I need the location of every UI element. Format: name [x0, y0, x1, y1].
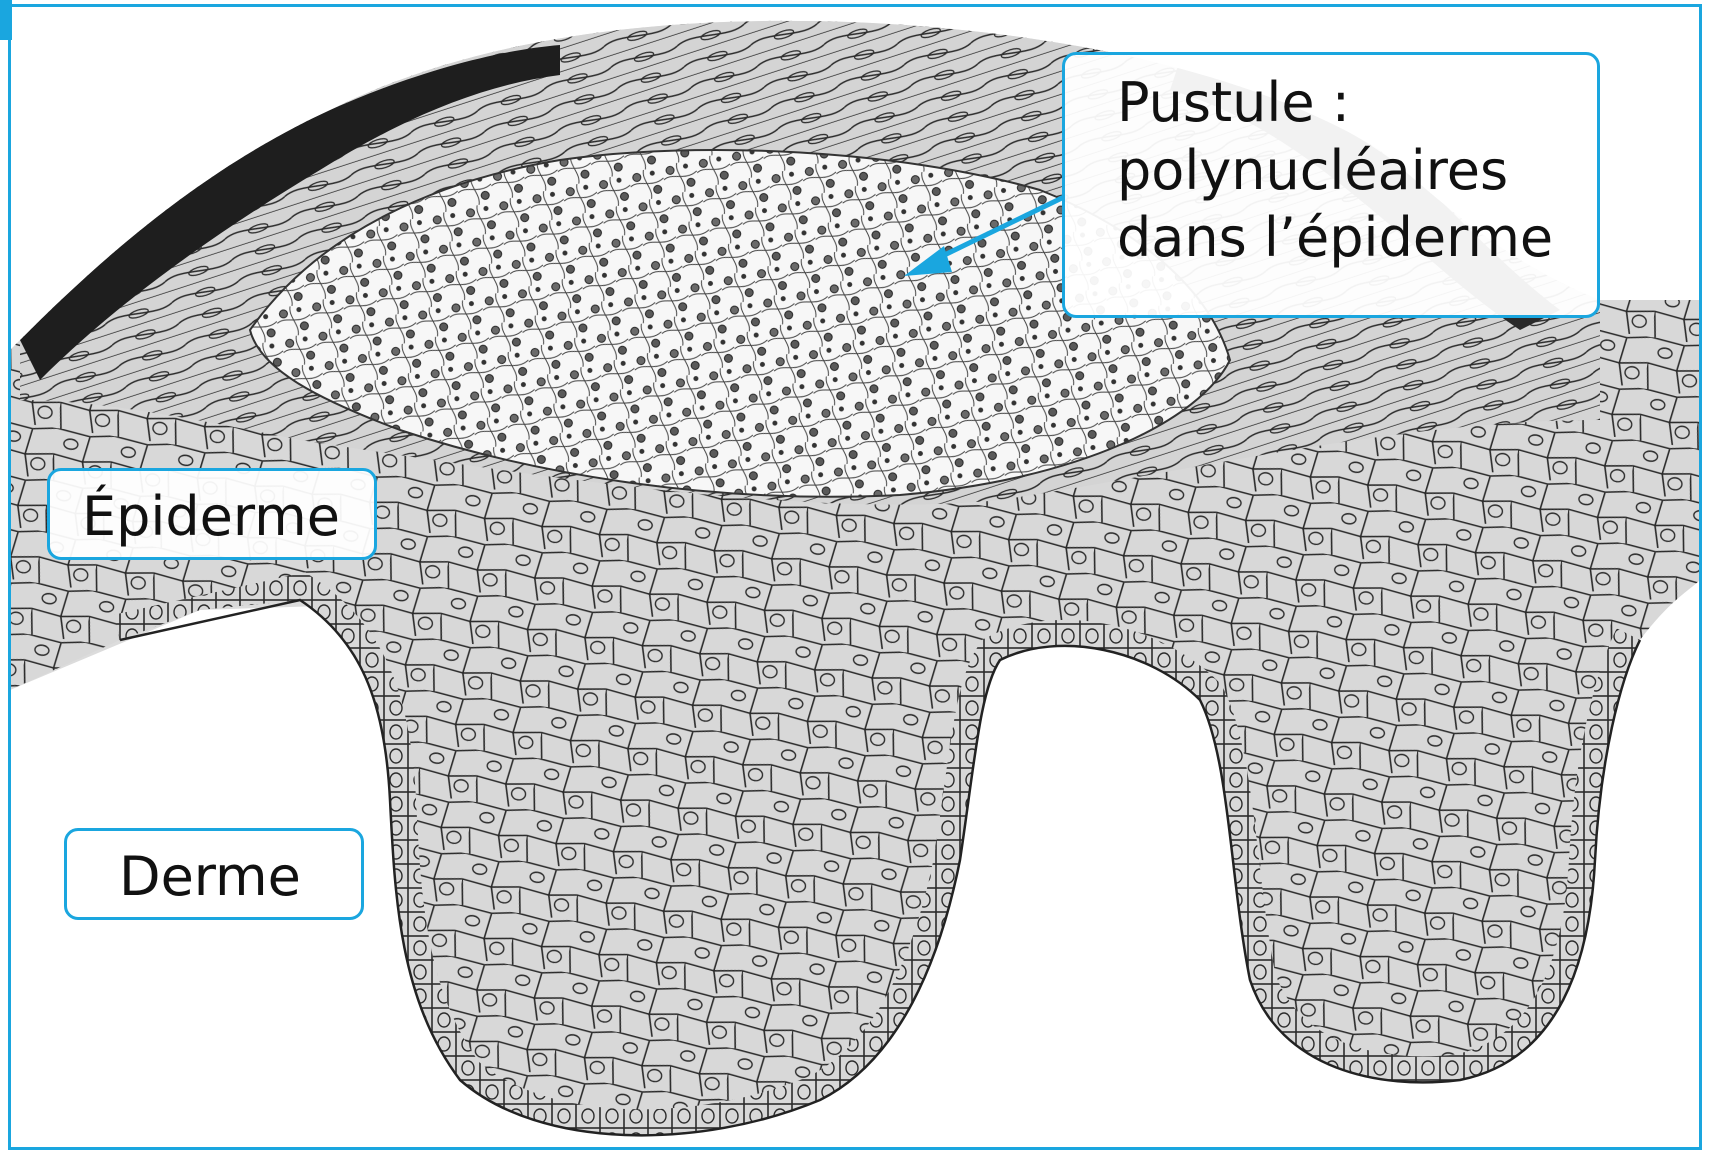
epiderme-label-text: Épiderme — [82, 483, 374, 551]
pustule-label: Pustule : polynucléaires dans l’épiderme — [1062, 52, 1600, 318]
pustule-label-line-1: Pustule : — [1117, 69, 1597, 137]
pustule-label-line-3: dans l’épiderme — [1117, 204, 1597, 272]
derme-label: Derme — [64, 828, 364, 920]
derme-label-text: Derme — [119, 843, 361, 911]
pustule-label-line-2: polynucléaires — [1117, 137, 1597, 205]
epiderme-label: Épiderme — [47, 468, 377, 560]
